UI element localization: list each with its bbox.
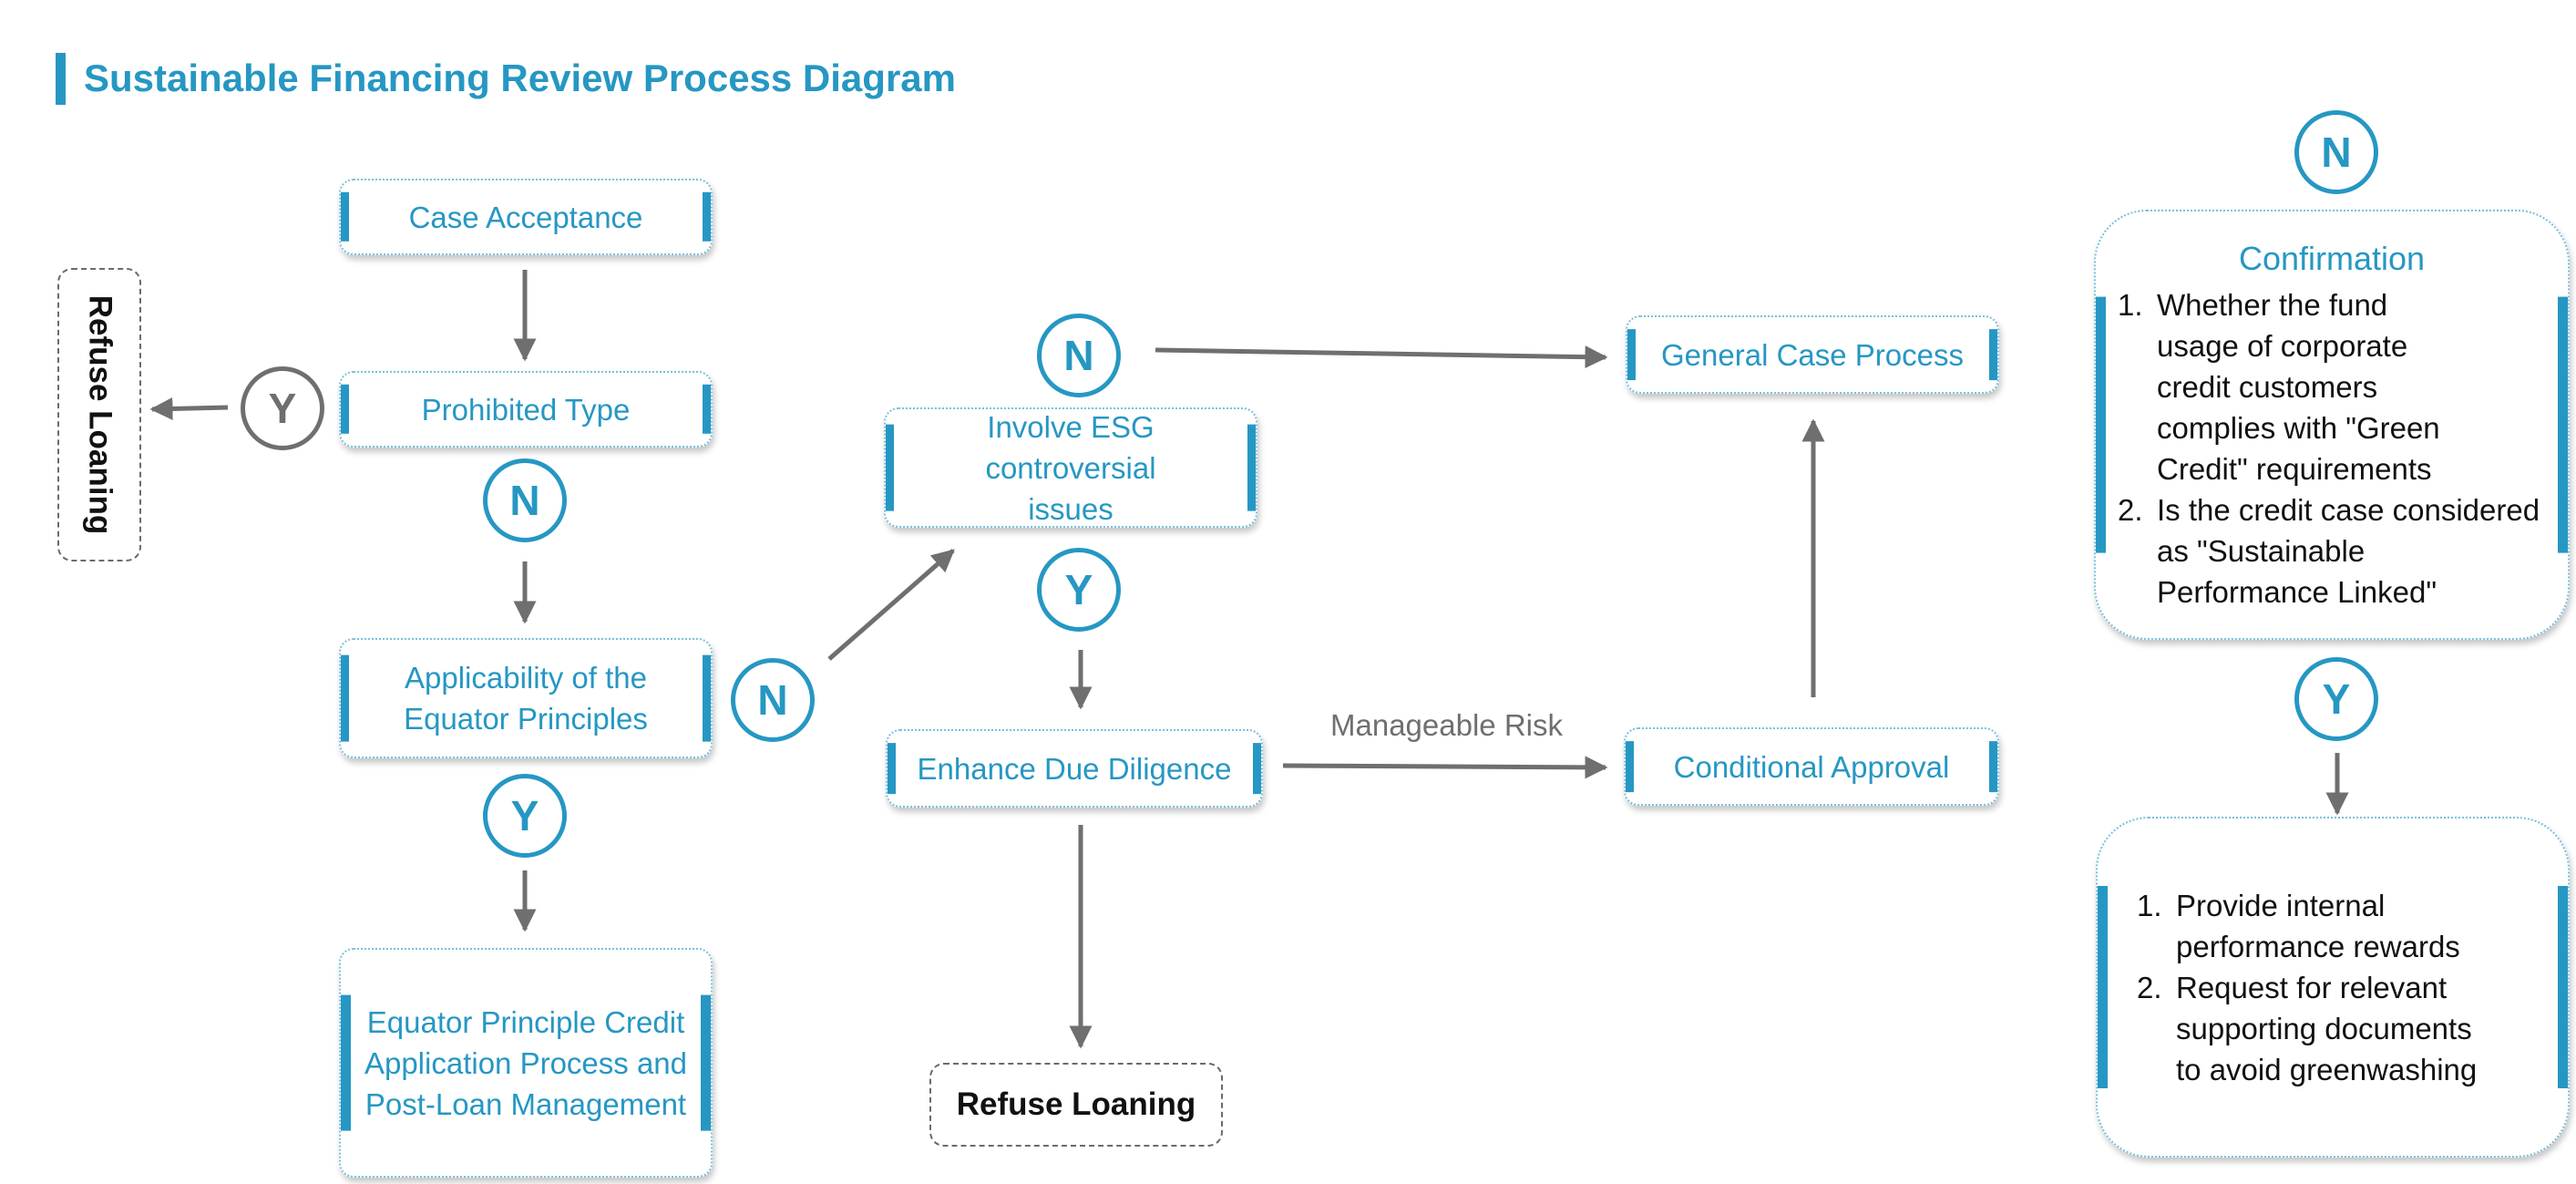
decision-yes-prohibited: Y	[241, 366, 324, 450]
node-prohibited-type-label: Prohibited Type	[421, 392, 631, 427]
node-involve-esg: Involve ESG controversial issues	[884, 407, 1257, 528]
node-involve-esg-label: Involve ESG controversial issues	[985, 409, 1156, 526]
node-general-case-process-label: General Case Process	[1661, 337, 1964, 372]
confirmation-item: 1. Whether the fund usage of corporate c…	[2118, 284, 2546, 489]
confirmation-item-text: Is the credit case considered as "Sustai…	[2157, 492, 2540, 609]
node-case-acceptance: Case Acceptance	[339, 179, 713, 255]
node-applicability: Applicability of the Equator Principles	[339, 638, 713, 758]
confirmation-item-number: 2.	[2118, 492, 2143, 527]
node-enhance-due-diligence: Enhance Due Diligence	[886, 729, 1263, 808]
decision-no-esg: N	[1037, 314, 1121, 397]
title-accent-bar	[56, 53, 66, 105]
node-conditional-approval-label: Conditional Approval	[1673, 749, 1950, 784]
node-case-acceptance-label: Case Acceptance	[408, 200, 643, 234]
edge-label-manageable-risk: Manageable Risk	[1330, 708, 1563, 742]
decision-no-prohibited: N	[483, 458, 567, 542]
node-applicability-label: Applicability of the Equator Principles	[404, 661, 648, 736]
panel-rewards: 1. Provide internal performance rewards …	[2096, 817, 2570, 1158]
node-equator-process-label: Equator Principle Credit Application Pro…	[364, 1004, 688, 1121]
decision-no-confirmation: N	[2294, 110, 2378, 194]
confirmation-item-number: 1.	[2118, 287, 2143, 322]
arrow-esg-n-to-general	[1155, 345, 1608, 369]
confirmation-item: 2. Is the credit case considered as "Sus…	[2118, 489, 2546, 613]
rewards-list: 1. Provide internal performance rewards …	[2137, 885, 2529, 1090]
rewards-item-number: 2.	[2137, 970, 2162, 1004]
page-title: Sustainable Financing Review Process Dia…	[84, 57, 956, 99]
node-refuse-loaning-bottom-label: Refuse Loaning	[956, 1086, 1196, 1122]
node-conditional-approval: Conditional Approval	[1624, 727, 1999, 806]
decision-yes-esg: Y	[1037, 548, 1121, 632]
node-refuse-loaning-left: Refuse Loaning	[57, 268, 141, 561]
decision-no-applicability: N	[731, 658, 815, 742]
panel-confirmation-title: Confirmation	[2238, 239, 2426, 277]
arrow-prohibited-to-refuse	[149, 396, 229, 420]
node-general-case-process: General Case Process	[1626, 315, 1999, 394]
node-prohibited-type: Prohibited Type	[339, 371, 713, 448]
arrow-n-to-esg	[827, 549, 955, 661]
arrow-enhance-to-conditional	[1282, 756, 1608, 779]
confirmation-item-text: Whether the fund usage of corporate cred…	[2157, 287, 2440, 486]
rewards-item-text: Request for relevant supporting document…	[2176, 970, 2478, 1086]
rewards-item-number: 1.	[2137, 888, 2162, 922]
node-refuse-loaning-left-label: Refuse Loaning	[82, 294, 118, 535]
decision-yes-confirmation: Y	[2294, 657, 2378, 741]
node-equator-process: Equator Principle Credit Application Pro…	[339, 948, 713, 1178]
rewards-item: 2. Request for relevant supporting docum…	[2137, 967, 2529, 1090]
confirmation-list: 1. Whether the fund usage of corporate c…	[2118, 284, 2546, 613]
node-enhance-due-diligence-label: Enhance Due Diligence	[917, 751, 1232, 786]
rewards-item-text: Provide internal performance rewards	[2176, 888, 2460, 963]
node-refuse-loaning-bottom: Refuse Loaning	[929, 1063, 1223, 1147]
panel-confirmation: Confirmation 1. Whether the fund usage o…	[2094, 210, 2570, 640]
rewards-item: 1. Provide internal performance rewards	[2137, 885, 2529, 967]
decision-yes-applicability: Y	[483, 774, 567, 858]
